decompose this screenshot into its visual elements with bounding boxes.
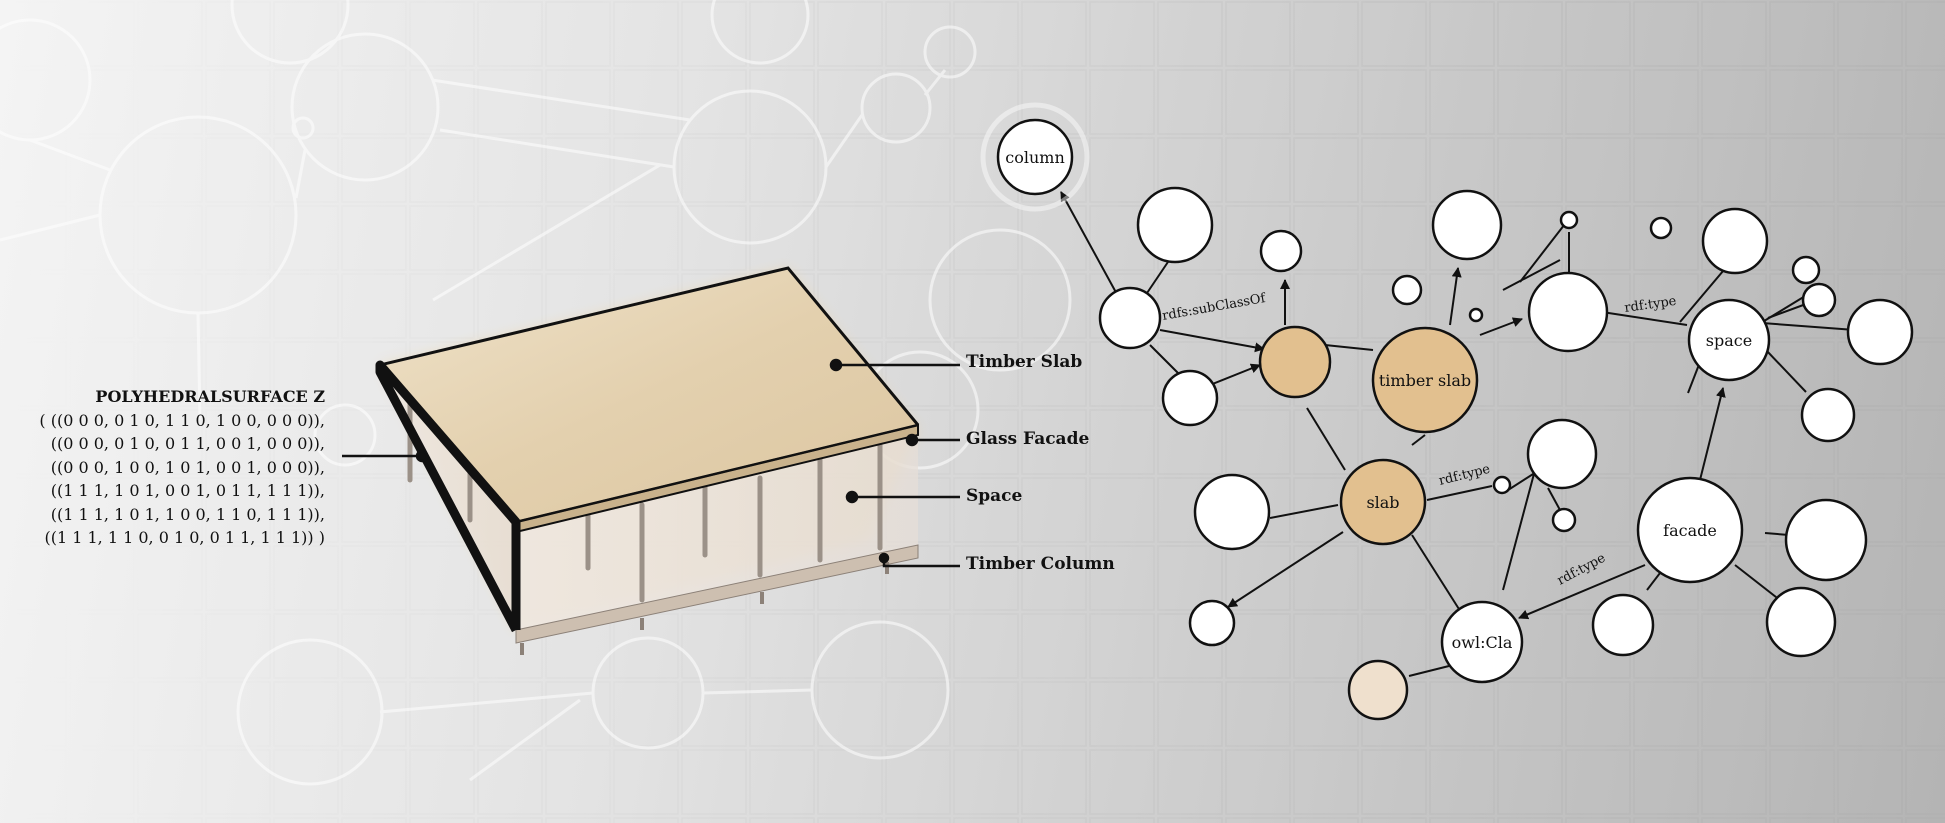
graph-node: [1559, 210, 1579, 230]
wkt-line: ((1 1 1, 1 0 1, 1 0 0, 1 1 0, 1 1 1)),: [50, 504, 325, 524]
graph-node: [1800, 387, 1856, 443]
node-label-column: column: [1005, 148, 1065, 167]
column-feet: [520, 562, 889, 655]
node-column: [996, 118, 1074, 196]
graph-node: [1701, 207, 1769, 275]
edge-label-rdf-type: rdf:type: [1623, 294, 1677, 316]
node-label-facade: facade: [1663, 521, 1717, 540]
node-label-timber-slab: timber slab: [1379, 371, 1471, 390]
graph-node: [1188, 599, 1236, 647]
graph-node: [1846, 298, 1914, 366]
floor-slab: [515, 544, 919, 644]
graph-node: [1391, 274, 1423, 306]
wkt-line: ((1 1 1, 1 1 0, 0 1 0, 0 1 1, 1 1 1)) ): [44, 528, 325, 547]
node-label-space: space: [1706, 331, 1752, 350]
node-owl-class: [1440, 600, 1524, 684]
graph-node: [1193, 473, 1271, 551]
graph-node: [1801, 282, 1837, 318]
graph-node-labels: column timber slab space slab facade owl…: [1005, 148, 1752, 652]
graph-node: [1784, 498, 1868, 582]
callout-timber-column: Timber Column: [966, 554, 1115, 574]
wkt-line: ((1 1 1, 1 0 1, 0 0 1, 0 1 1, 1 1 1)),: [50, 481, 325, 500]
node-space: [1687, 298, 1771, 382]
graph-node: [1259, 229, 1303, 273]
graph-node: [1136, 186, 1214, 264]
graph-node: [1431, 189, 1503, 261]
graph-node: [1791, 255, 1821, 285]
callout-space: Space: [966, 486, 1023, 506]
wkt-line: ( ((0 0 0, 0 1 0, 1 1 0, 1 0 0, 0 0 0)),: [39, 410, 325, 430]
timber-slab-top: [380, 268, 918, 522]
graph-node: [1591, 593, 1655, 657]
node-label-owl-class: owl:Cla: [1452, 633, 1513, 652]
wkt-line: ((0 0 0, 0 1 0, 0 1 1, 0 0 1, 0 0 0)),: [50, 434, 325, 453]
callout-timber-slab: Timber Slab: [966, 352, 1083, 372]
polyhedralsurface-wkt: POLYHEDRALSURFACE Z ( ((0 0 0, 0 1 0, 1 …: [39, 385, 325, 550]
node-timber-slab: [1371, 326, 1479, 434]
callout-leaders: [342, 358, 960, 568]
graph-node-accent-light: [1347, 659, 1409, 721]
graph-node: [1551, 507, 1577, 533]
node-slab: [1339, 458, 1427, 546]
node-label-slab: slab: [1366, 493, 1399, 512]
graph-node: [1649, 216, 1673, 240]
graph-node: [1526, 418, 1598, 490]
graph-node: [1161, 369, 1219, 427]
wkt-title: POLYHEDRALSURFACE Z: [95, 387, 325, 406]
graph-node: [1098, 286, 1162, 350]
wkt-line: ((0 0 0, 1 0 0, 1 0 1, 0 0 1, 0 0 0)),: [50, 457, 325, 477]
edge-label-rdf-type: rdf:type: [1437, 462, 1492, 489]
graph-node-accent: [1258, 325, 1332, 399]
surface-outline-top: [379, 266, 920, 426]
graph-node: [1492, 475, 1512, 495]
node-facade: [1636, 476, 1744, 584]
graph-node: [1468, 307, 1484, 323]
graph-node: [1527, 271, 1609, 353]
edge-label-subclassof: rdfs:subClassOf: [1161, 291, 1268, 324]
surface-outline-front: [515, 423, 919, 524]
graph-nodes: [980, 102, 1914, 721]
callout-glass-facade: Glass Facade: [966, 429, 1090, 449]
graph-node: [1765, 586, 1837, 658]
